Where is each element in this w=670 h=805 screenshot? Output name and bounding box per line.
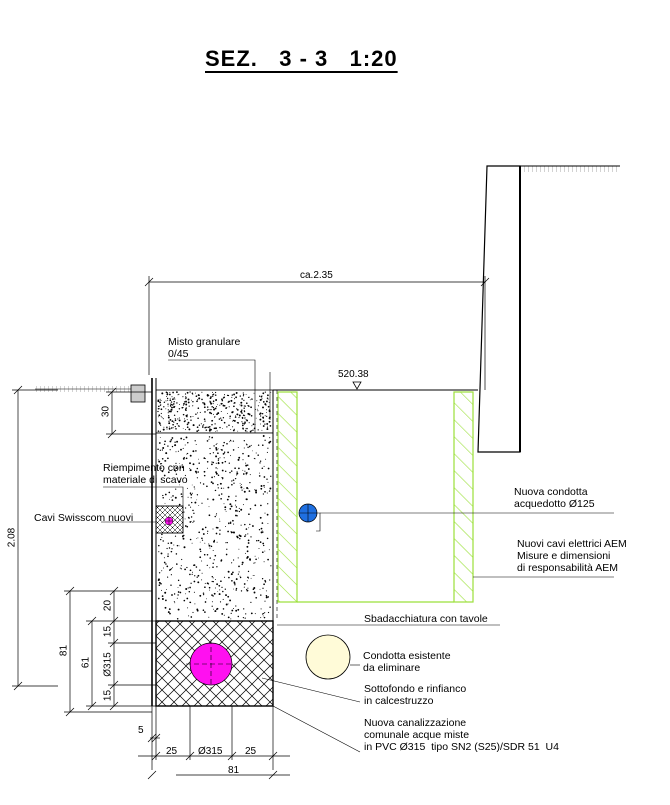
label-sottofondo-2: in calcestruzzo bbox=[364, 695, 434, 707]
label-misto-granulare-size: 0/45 bbox=[168, 348, 189, 360]
dim-text-side-left: 25 bbox=[166, 746, 178, 757]
dim-width-total bbox=[144, 276, 490, 390]
label-nuova-condotta-2: acquedotto Ø125 bbox=[514, 498, 595, 510]
dim-depth-total bbox=[12, 385, 58, 691]
leader-lines bbox=[101, 359, 614, 753]
shoring-board-left bbox=[277, 391, 298, 603]
dim-text-lower-bed: 15 bbox=[102, 689, 114, 702]
dim-top-layer bbox=[106, 387, 156, 439]
label-condotta-esistente-2: da eliminare bbox=[363, 662, 421, 674]
misto-granulare-layer bbox=[155, 389, 274, 434]
section-title: SEZ. 3 - 3 1:20 bbox=[205, 46, 398, 71]
dim-text-pipe-dia: Ø315 bbox=[102, 652, 114, 677]
label-canalizzazione: Nuova canalizzazione bbox=[364, 717, 467, 729]
label-canalizzazione-2: comunale acque miste bbox=[364, 729, 470, 741]
dim-text-depth-total: 2.08 bbox=[6, 527, 18, 548]
dim-text-bottom-width: 81 bbox=[228, 765, 240, 776]
ground-surface-left bbox=[35, 384, 146, 403]
label-nuova-condotta: Nuova condotta bbox=[514, 486, 588, 498]
elevation-marker bbox=[352, 381, 362, 390]
label-cavi-aem-2: Misure e dimensioni bbox=[517, 550, 611, 562]
label-cavi-swisscom: Cavi Swisscom nuovi bbox=[34, 512, 134, 524]
swisscom-cable-box bbox=[155, 505, 184, 534]
label-cavi-aem: Nuovi cavi elettrici AEM bbox=[517, 538, 627, 550]
label-misto-granulare: Misto granulare bbox=[168, 336, 241, 348]
dim-text-pipe-width: Ø315 bbox=[198, 746, 223, 757]
dim-text-wall-offset: 5 bbox=[138, 725, 144, 736]
dim-text-top-layer: 30 bbox=[100, 405, 112, 418]
dim-bottom-block bbox=[64, 586, 156, 717]
shoring-board-right bbox=[453, 391, 474, 603]
dim-text-bottom-block: 81 bbox=[58, 644, 70, 657]
dim-text-width-total: ca.2.35 bbox=[300, 270, 333, 281]
dim-text-elevation: 520.38 bbox=[338, 369, 369, 380]
retaining-wall bbox=[477, 165, 620, 453]
label-sbadacchiatura: Sbadacchiatura con tavole bbox=[364, 613, 488, 625]
dim-text-upper-bed: 15 bbox=[102, 625, 114, 638]
dim-bottom-widths bbox=[138, 706, 290, 780]
dim-text-side-right: 25 bbox=[245, 746, 257, 757]
label-sottofondo: Sottofondo e rinfianco bbox=[364, 683, 467, 695]
label-condotta-esistente: Condotta esistente bbox=[363, 650, 451, 662]
label-cavi-aem-3: di responsabilità AEM bbox=[517, 562, 618, 574]
existing-pipe bbox=[305, 634, 351, 680]
dim-text-pipe-zone: 61 bbox=[80, 656, 92, 669]
dim-text-upper-gap: 20 bbox=[102, 599, 114, 612]
label-riempimento: Riempimento con bbox=[103, 462, 185, 474]
label-canalizzazione-3: in PVC Ø315 tipo SN2 (S25)/SDR 51 U4 bbox=[364, 741, 559, 753]
label-riempimento-2: materiale di scavo bbox=[103, 474, 188, 486]
